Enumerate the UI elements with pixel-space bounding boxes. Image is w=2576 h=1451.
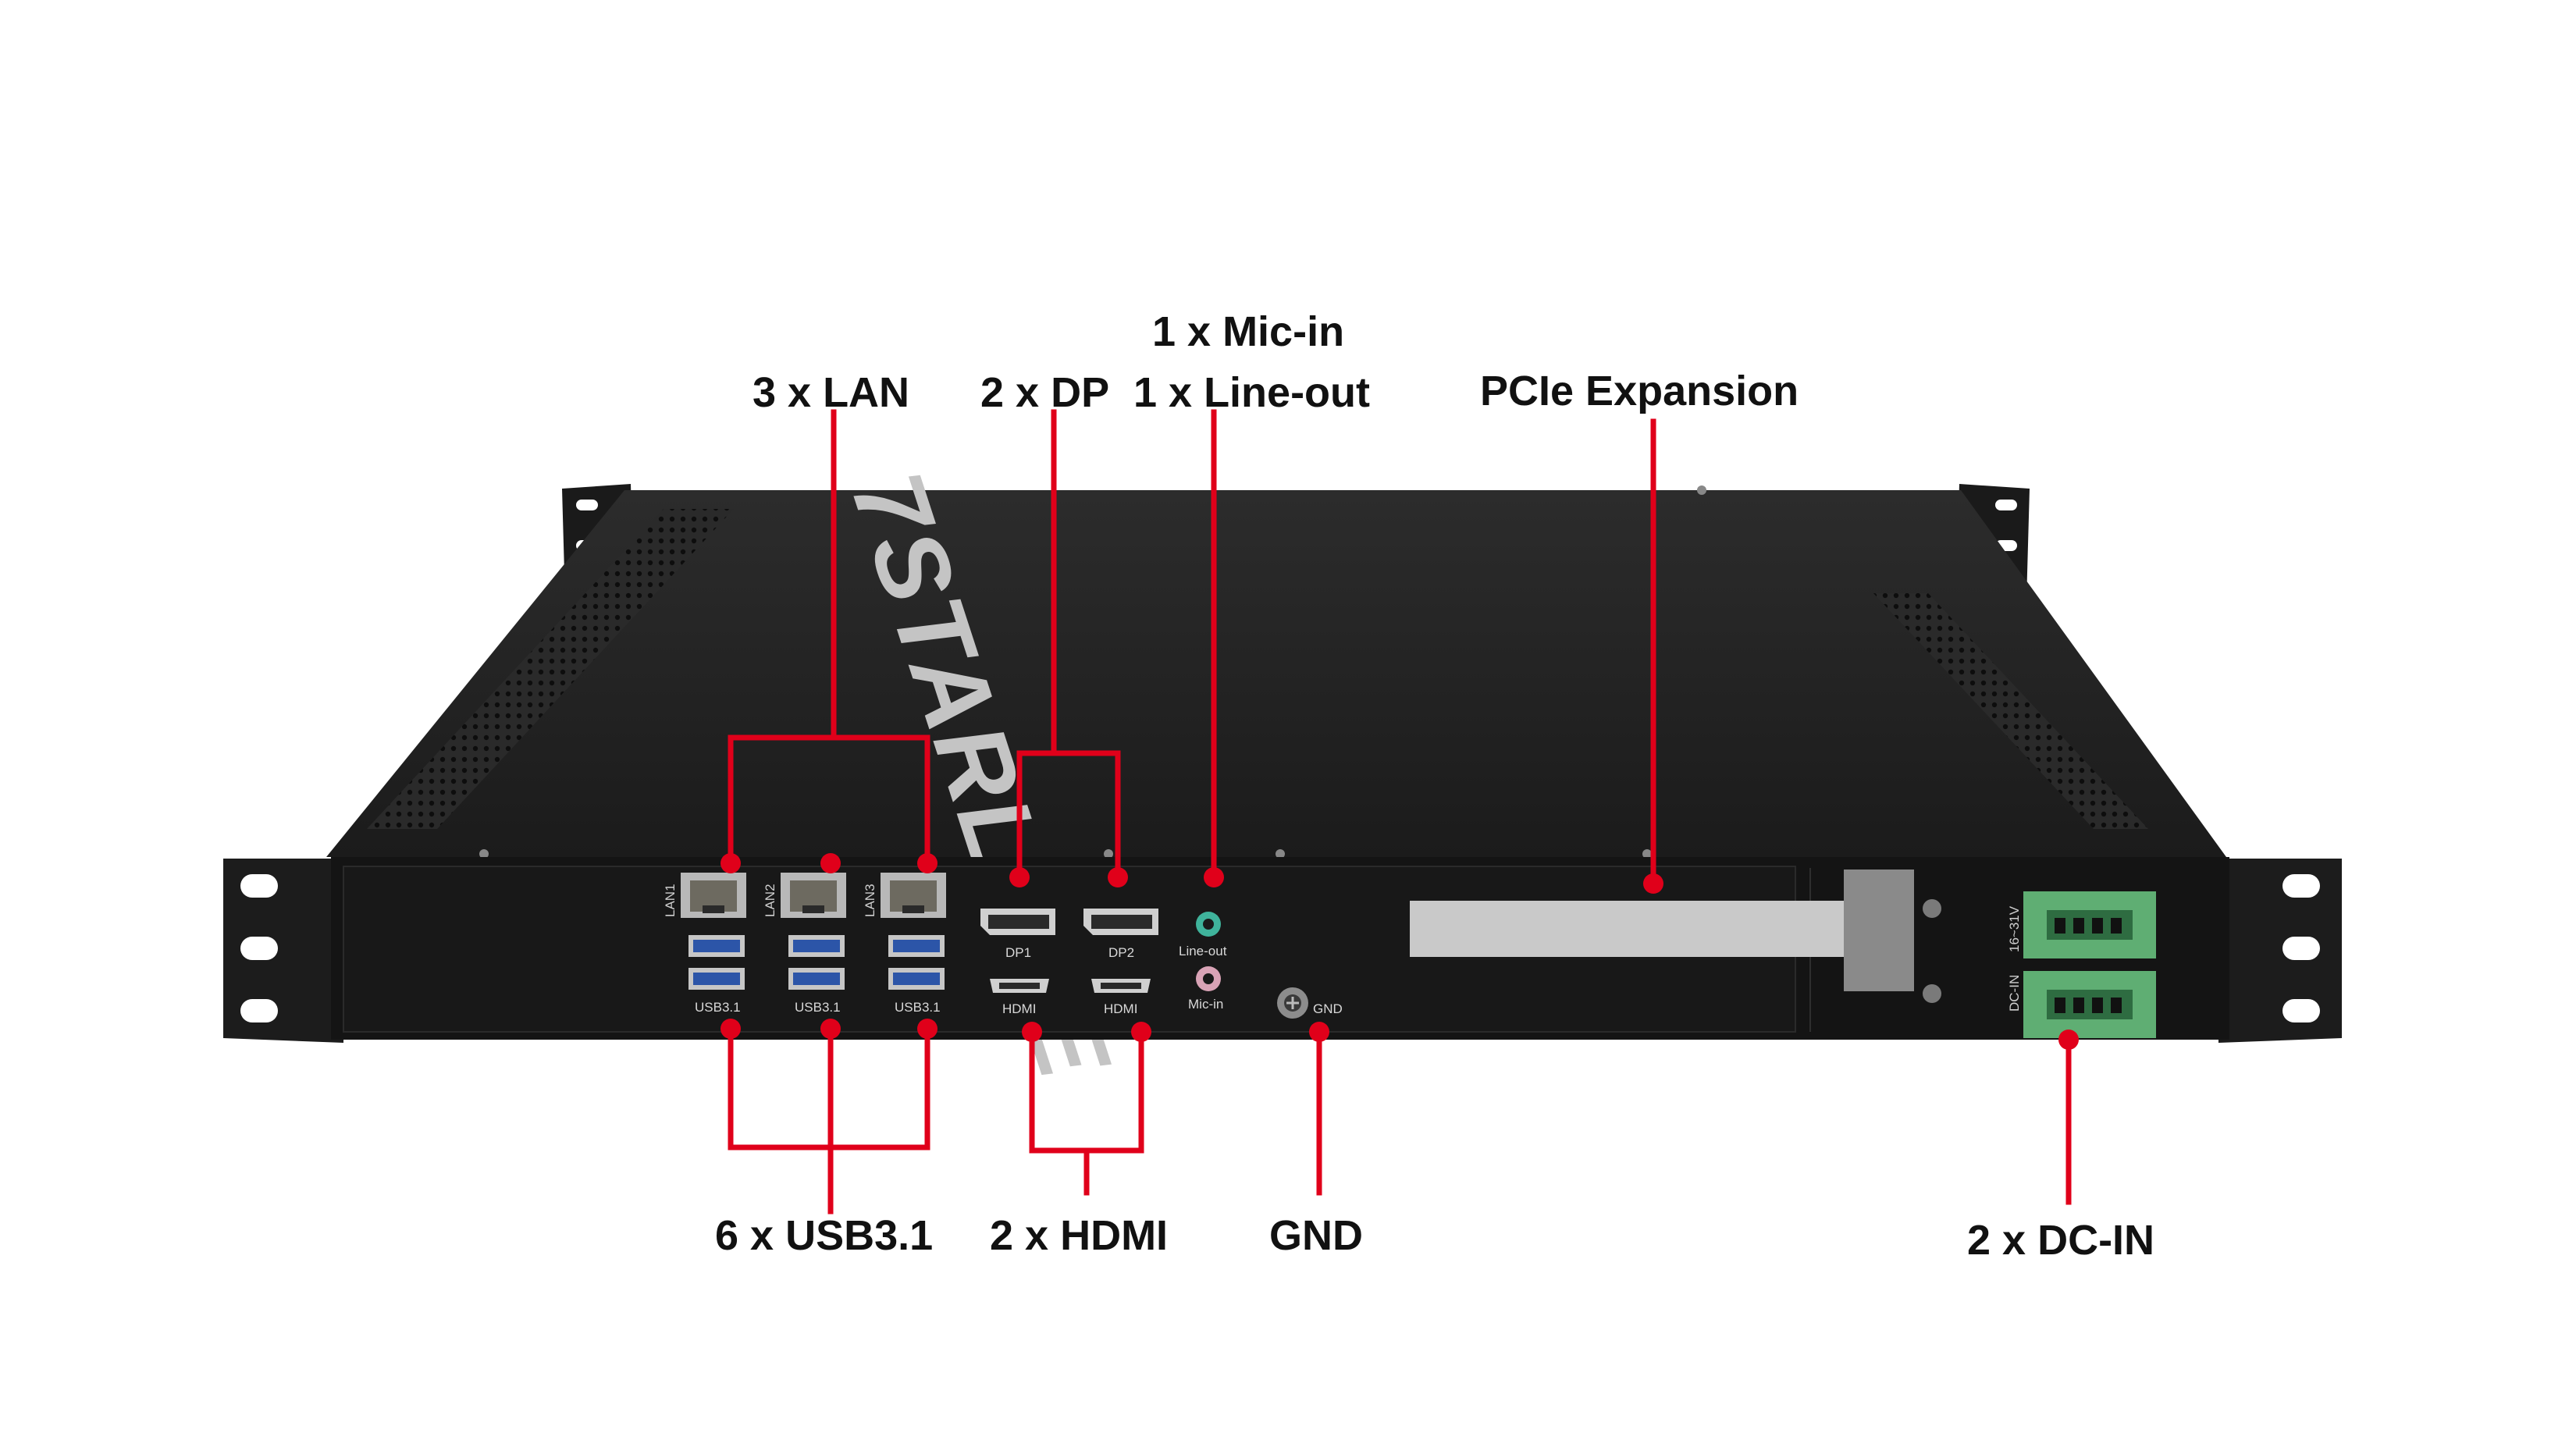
usb-port-6[interactable]: [888, 968, 945, 990]
lan1-label: LAN1: [663, 884, 678, 917]
callout-dots: [720, 853, 2079, 1050]
callout-mic-in: 1 x Mic-in: [1152, 308, 1345, 355]
usb-label-2: USB3.1: [795, 1000, 841, 1015]
gnd-screw[interactable]: [1277, 987, 1308, 1019]
hdmi-label-1: HDMI: [1002, 1001, 1036, 1016]
usb-port-3[interactable]: [788, 935, 845, 957]
dc-in-terminal-1[interactable]: [2023, 891, 2156, 958]
usb-port-4[interactable]: [788, 968, 845, 990]
lan3-label: LAN3: [863, 884, 877, 917]
pcie-slot[interactable]: [1410, 901, 1844, 957]
lan2-label: LAN2: [763, 884, 777, 917]
dp-port-1[interactable]: [980, 909, 1055, 935]
line-out-label: Line-out: [1179, 944, 1227, 958]
usb-port-1[interactable]: [688, 935, 745, 957]
pcie-bracket: [1844, 870, 1914, 991]
dc-in-terminal-2[interactable]: [2023, 971, 2156, 1038]
callout-gnd: GND: [1269, 1212, 1363, 1259]
callout-lan: 3 x LAN: [753, 369, 910, 416]
mic-in-label: Mic-in: [1188, 997, 1223, 1012]
mic-in-jack[interactable]: [1196, 966, 1221, 991]
usb-port-2[interactable]: [688, 968, 745, 990]
dp-port-2[interactable]: [1083, 909, 1158, 935]
usb-label-3: USB3.1: [895, 1000, 941, 1015]
lan-port-3[interactable]: [881, 873, 946, 918]
line-out-jack[interactable]: [1196, 912, 1221, 937]
dc-in-panel-label: DC-IN: [2007, 975, 2022, 1012]
callout-pcie: PCIe Expansion: [1480, 368, 1799, 414]
hdmi-label-2: HDMI: [1104, 1001, 1137, 1016]
callout-hdmi: 2 x HDMI: [990, 1212, 1169, 1259]
lan-port-1[interactable]: [681, 873, 746, 918]
front-rack-ear-right: [2218, 859, 2342, 1043]
vent-grille-left: [367, 509, 734, 829]
voltage-label: 16~31V: [2007, 905, 2022, 952]
callout-dp: 2 x DP: [980, 369, 1110, 416]
callout-line-out: 1 x Line-out: [1133, 369, 1371, 416]
callout-dc-in: 2 x DC-IN: [1967, 1217, 2155, 1264]
dp1-label: DP1: [1005, 945, 1031, 960]
lan-port-2[interactable]: [781, 873, 846, 918]
usb-label-1: USB3.1: [695, 1000, 741, 1015]
gnd-label: GND: [1313, 1001, 1343, 1016]
chassis-top: [326, 490, 2226, 857]
callout-lines: [728, 409, 2072, 1215]
vent-grille-right: [1873, 593, 2148, 829]
hdmi-port-2[interactable]: [1091, 979, 1151, 993]
hdmi-port-1[interactable]: [990, 979, 1049, 993]
dp2-label: DP2: [1108, 945, 1134, 960]
callout-usb: 6 x USB3.1: [715, 1212, 934, 1259]
front-rack-ear-left: [223, 859, 343, 1043]
usb-port-5[interactable]: [888, 935, 945, 957]
